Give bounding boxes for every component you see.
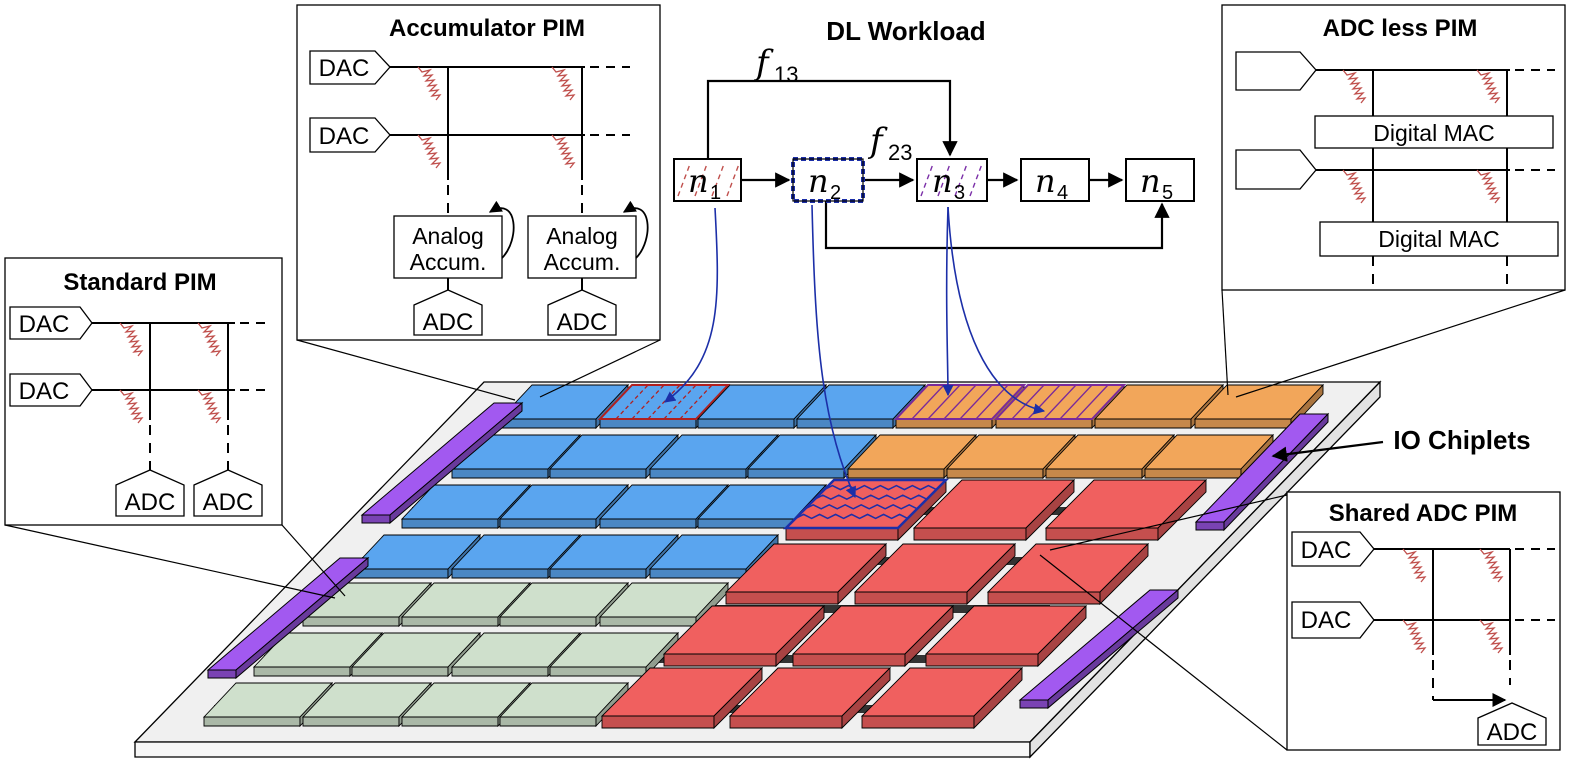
svg-text:Digital MAC: Digital MAC [1378,226,1499,252]
chiplet-adc-less [1193,383,1325,430]
svg-text:ADC: ADC [423,309,474,336]
svg-text:n: n [932,162,953,200]
svg-text:DAC: DAC [1301,537,1352,564]
accumulator-adc-1: ADC [413,289,483,336]
svg-text:IO Chiplets: IO Chiplets [1393,425,1530,455]
node-n5: n 5 [1125,158,1195,204]
chiplet-accumulator [498,383,630,430]
svg-text:f: f [753,43,774,83]
svg-text:DAC: DAC [19,378,70,405]
svg-text:Analog: Analog [546,223,618,249]
svg-text:1: 1 [710,182,721,204]
standard-pim-title: Standard PIM [63,269,216,296]
io-chiplets-label: IO Chiplets [1271,425,1531,462]
svg-text:DAC: DAC [1301,607,1352,634]
digital-mac-1: Digital MAC [1314,115,1554,149]
analog-accumulator-1: Analog Accum. [393,200,515,279]
chiplet-shared-adc [782,478,950,542]
chiplet-shared-adc [860,666,1024,730]
svg-text:4: 4 [1057,182,1068,204]
shared-adc-pim-title: Shared ADC PIM [1329,500,1517,527]
chiplet-shared-adc [1044,478,1208,542]
svg-text:n: n [1140,162,1161,200]
svg-text:3: 3 [954,182,965,204]
analog-accumulator-2: Analog Accum. [527,200,649,279]
svg-text:ADC: ADC [125,489,176,516]
chiplet-shared-adc [924,604,1088,668]
standard-adc-1: ADC [115,469,185,517]
accumulator-dac-1: DAC [309,50,391,85]
shared-dac-2: DAC [1291,601,1375,639]
adc-less-pim-title: ADC less PIM [1323,15,1478,42]
accumulator-pim-panel: Accumulator PIM DAC DAC Analog Accum. [296,4,661,341]
chiplet-shared-adc [791,604,955,668]
accumulator-pim-title: Accumulator PIM [389,15,585,42]
svg-text:Accum.: Accum. [410,249,487,275]
svg-text:DAC: DAC [19,311,70,338]
chiplet-shared-adc [853,542,1017,606]
chiplet-shared-adc [728,666,892,730]
svg-text:n: n [688,162,709,200]
accumulator-resistors [417,66,576,169]
svg-text:n: n [1035,162,1056,200]
adc-less-pim-panel: ADC less PIM Digital MAC Digital MA [1221,4,1566,291]
edge-label-f23: f 23 [867,121,912,165]
standard-pim-panel: Standard PIM DAC DAC ADC ADC [4,257,283,526]
adc-less-driver-2 [1235,149,1317,190]
callout-lines [4,289,1566,751]
shared-adc-pim-panel: Shared ADC PIM DAC DAC ADC [1286,491,1561,751]
accumulator-dac-2: DAC [309,117,391,153]
svg-text:ADC: ADC [1487,719,1538,746]
svg-text:Analog: Analog [412,223,484,249]
svg-text:Digital MAC: Digital MAC [1373,120,1494,146]
shared-dac-1: DAC [1291,531,1375,567]
svg-text:n: n [808,162,829,200]
chiplet-shared-adc [724,542,888,606]
chiplet-adc-less [1143,433,1275,480]
io-chiplets [206,401,1330,710]
svg-text:DAC: DAC [319,123,370,150]
standard-dac-2: DAC [9,373,93,407]
standard-resistors [119,322,222,424]
io-chiplet [360,401,524,525]
accumulator-adc-2: ADC [547,289,617,336]
standard-adc-2: ADC [193,469,263,517]
node-n4: n 4 [1020,158,1090,204]
chiplet-standard [598,581,730,628]
adc-less-driver-1 [1235,51,1317,91]
svg-text:23: 23 [888,140,912,165]
svg-text:2: 2 [830,182,841,204]
chiplet-shared-adc [662,604,826,668]
adc-less-resistors [1342,69,1501,204]
svg-text:DAC: DAC [319,55,370,82]
edge-label-f13: f 13 [753,43,798,87]
node-n3: n 3 [916,158,988,204]
svg-text:13: 13 [774,62,798,87]
shared-adc: ADC [1477,702,1547,746]
io-chiplet [1018,588,1180,710]
io-chiplet [1194,412,1330,532]
dl-workload-title: DL Workload [826,16,985,46]
chiplet-grid [202,383,1325,730]
mapping-arrows [664,204,1046,499]
svg-text:ADC: ADC [203,489,254,516]
io-chiplet [206,556,370,680]
standard-dac-1: DAC [9,306,93,340]
dl-workload-graph: DL Workload f 13 f 23 n 1 [673,16,1195,250]
node-n2: n 2 [791,157,865,204]
shared-resistors [1402,548,1504,654]
svg-text:5: 5 [1162,182,1173,204]
digital-mac-2: Digital MAC [1319,221,1559,257]
chiplet-shared-adc [986,542,1150,606]
chiplet-shared-adc [600,666,764,730]
svg-text:ADC: ADC [557,309,608,336]
chiplet-shared-adc [912,478,1076,542]
node-n1: n 1 [673,158,742,204]
svg-text:Accum.: Accum. [544,249,621,275]
svg-text:f: f [867,121,888,161]
